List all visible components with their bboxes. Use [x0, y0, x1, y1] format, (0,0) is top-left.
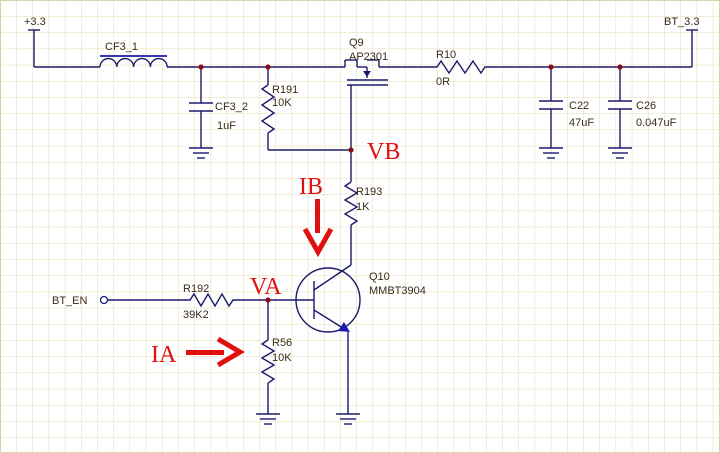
c22-value: 47uF [569, 117, 594, 129]
bt-out-label: BT_3.3 [664, 16, 699, 28]
resistor-r191 [260, 67, 351, 151]
ia-arrow [186, 336, 245, 368]
r192-value: 39K2 [183, 309, 209, 321]
vcc-in-port [28, 29, 40, 67]
r10-label: R10 [436, 49, 456, 61]
q10-label: Q10 [369, 271, 390, 283]
capacitor-c22 [539, 67, 563, 159]
c26-label: C26 [636, 100, 656, 112]
va-label: VA [250, 274, 282, 300]
r56-value: 10K [272, 352, 292, 364]
cf3-2-value: 1uF [217, 120, 236, 132]
r10-value: 0R [436, 76, 450, 88]
r193-label: R193 [356, 186, 382, 198]
junction [617, 64, 623, 70]
bt-out-port [686, 29, 698, 67]
capacitor-cf3-2 [189, 67, 213, 148]
ground-q10 [336, 413, 360, 425]
resistor-r10 [432, 59, 490, 75]
vcc-in-label: +3.3 [24, 16, 46, 28]
r56-label: R56 [272, 337, 292, 349]
resistor-r56 [256, 300, 280, 425]
vb-label: VB [367, 139, 400, 165]
q10-part: MMBT3904 [369, 285, 426, 297]
r191-value: 10K [272, 97, 292, 109]
inductor-cf3-1 [99, 55, 168, 68]
bt-en-label: BT_EN [52, 295, 88, 307]
r192-label: R192 [183, 283, 209, 295]
transistor-q10 [268, 262, 361, 414]
ib-arrow [302, 199, 334, 258]
junction [348, 147, 354, 153]
q9-label: Q9 [349, 37, 364, 49]
c22-label: C22 [569, 100, 589, 112]
ground-cf3-2 [189, 147, 213, 159]
resistor-r192 [185, 292, 238, 308]
r193-value: 1K [356, 201, 370, 213]
ia-label: IA [151, 342, 177, 368]
q9-part: AP2301 [349, 51, 388, 63]
resistor-r193 [343, 150, 359, 262]
mosfet-q9 [344, 59, 388, 150]
ib-label: IB [299, 174, 323, 200]
capacitor-c26 [608, 67, 632, 159]
junction [265, 297, 271, 303]
junction [265, 64, 271, 70]
bt-en-port [99, 295, 185, 305]
junction [548, 64, 554, 70]
junction [198, 64, 204, 70]
r191-label: R191 [272, 84, 298, 96]
c26-value: 0.047uF [636, 117, 677, 129]
cf3-1-label: CF3_1 [105, 41, 138, 53]
cf3-2-label: CF3_2 [215, 101, 248, 113]
